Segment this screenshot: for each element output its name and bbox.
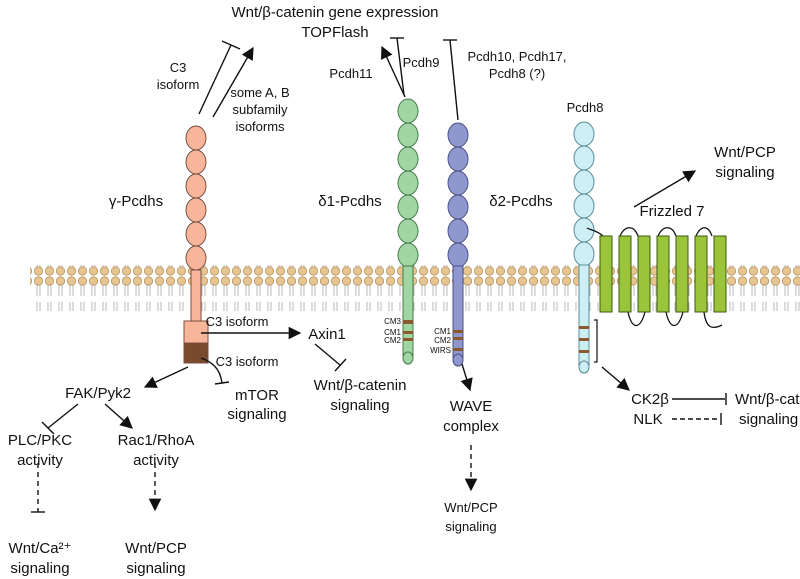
- delta2-pcdh: [447, 122, 469, 367]
- mtor-label-line2: signaling: [227, 406, 286, 423]
- frizzled-7: [586, 227, 727, 328]
- c3-isoform-axin-label: C3 isoform: [206, 314, 269, 329]
- pcdh8-wnt-bcat-line2: signaling: [739, 411, 798, 428]
- ab-isoforms-line3: isoforms: [235, 119, 285, 134]
- delta1-cm1-label: CM1: [384, 328, 401, 337]
- c3-isoform-label-line1: C3: [170, 60, 187, 75]
- delta2-pcdh-list-line1: Pcdh10, Pcdh17,: [467, 49, 566, 64]
- wave-complex-line1: WAVE: [450, 398, 493, 415]
- delta2-cm2-label: CM2: [434, 336, 451, 345]
- rac1-rhoa-line2: activity: [133, 452, 179, 469]
- delta1-cm2-label: CM2: [384, 336, 401, 345]
- wnt-ca-line2: signaling: [10, 560, 69, 577]
- delta2-pcdh-list-line2: Pcdh8 (?): [489, 66, 545, 81]
- delta2-cm1-label: CM1: [434, 327, 451, 336]
- nlk-label: NLK: [633, 411, 662, 428]
- delta1-pcdh: [397, 98, 419, 365]
- ab-isoforms-line2: subfamily: [233, 102, 288, 117]
- ab-isoforms-line1: some A, B: [230, 85, 289, 100]
- mtor-label-line1: mTOR: [235, 387, 279, 404]
- pcdh11-label: Pcdh11: [329, 66, 372, 81]
- topflash-label: TOPFlash: [301, 24, 368, 41]
- delta1-cm3-label: CM3: [384, 317, 401, 326]
- pcdh8-bands: [579, 326, 589, 353]
- delta1-pcdhs-label: δ1-Pcdhs: [318, 193, 381, 210]
- axin-wnt-bcat-line1: Wnt/β-catenin: [314, 377, 407, 394]
- plc-pkc-line1: PLC/PKC: [8, 432, 72, 449]
- membrane-bilayer: [30, 265, 800, 311]
- axin-wnt-bcat-line2: signaling: [330, 397, 389, 414]
- c3-isoform-mtor-label: C3 isoform: [216, 354, 279, 369]
- delta2-cm-bands: [453, 330, 463, 351]
- pcdh8-label: Pcdh8: [567, 100, 604, 115]
- delta2-pcdhs-label: δ2-Pcdhs: [489, 193, 552, 210]
- pcdh8-bracket: [594, 319, 598, 363]
- delta2-wnt-pcp-line1: Wnt/PCP: [444, 500, 497, 515]
- wave-complex-line2: complex: [443, 418, 499, 435]
- gamma-wnt-pcp-line1: Wnt/PCP: [125, 540, 187, 557]
- fak-pyk2-label: FAK/Pyk2: [65, 385, 131, 402]
- delta2-wnt-pcp-line2: signaling: [445, 519, 496, 534]
- gamma-pcdh: [183, 125, 209, 364]
- plc-pkc-line2: activity: [17, 452, 63, 469]
- wnt-gene-expression-label: Wnt/β-catenin gene expression: [231, 4, 438, 21]
- pcdh9-label: Pcdh9: [403, 55, 440, 70]
- c3-isoform-label-line2: isoform: [157, 77, 200, 92]
- connectors: [31, 37, 727, 513]
- delta2-wirs-label: WIRS: [430, 346, 451, 355]
- pcdh8: [573, 121, 595, 374]
- wnt-pcp-label-right-line1: Wnt/PCP: [714, 144, 776, 161]
- wnt-pcp-label-right-line2: signaling: [715, 164, 774, 181]
- pcdh8-wnt-bcat-line1: Wnt/β-catenin: [735, 391, 800, 408]
- wnt-ca-line1: Wnt/Ca²⁺: [9, 540, 72, 557]
- gamma-wnt-pcp-line2: signaling: [126, 560, 185, 577]
- rac1-rhoa-line1: Rac1/RhoA: [118, 432, 195, 449]
- delta1-cm-bands: [403, 320, 413, 341]
- frizzled-7-label: Frizzled 7: [639, 203, 704, 220]
- axin1-label: Axin1: [308, 326, 346, 343]
- gamma-pcdhs-label: γ-Pcdhs: [109, 193, 163, 210]
- ck2b-label: CK2β: [631, 391, 669, 408]
